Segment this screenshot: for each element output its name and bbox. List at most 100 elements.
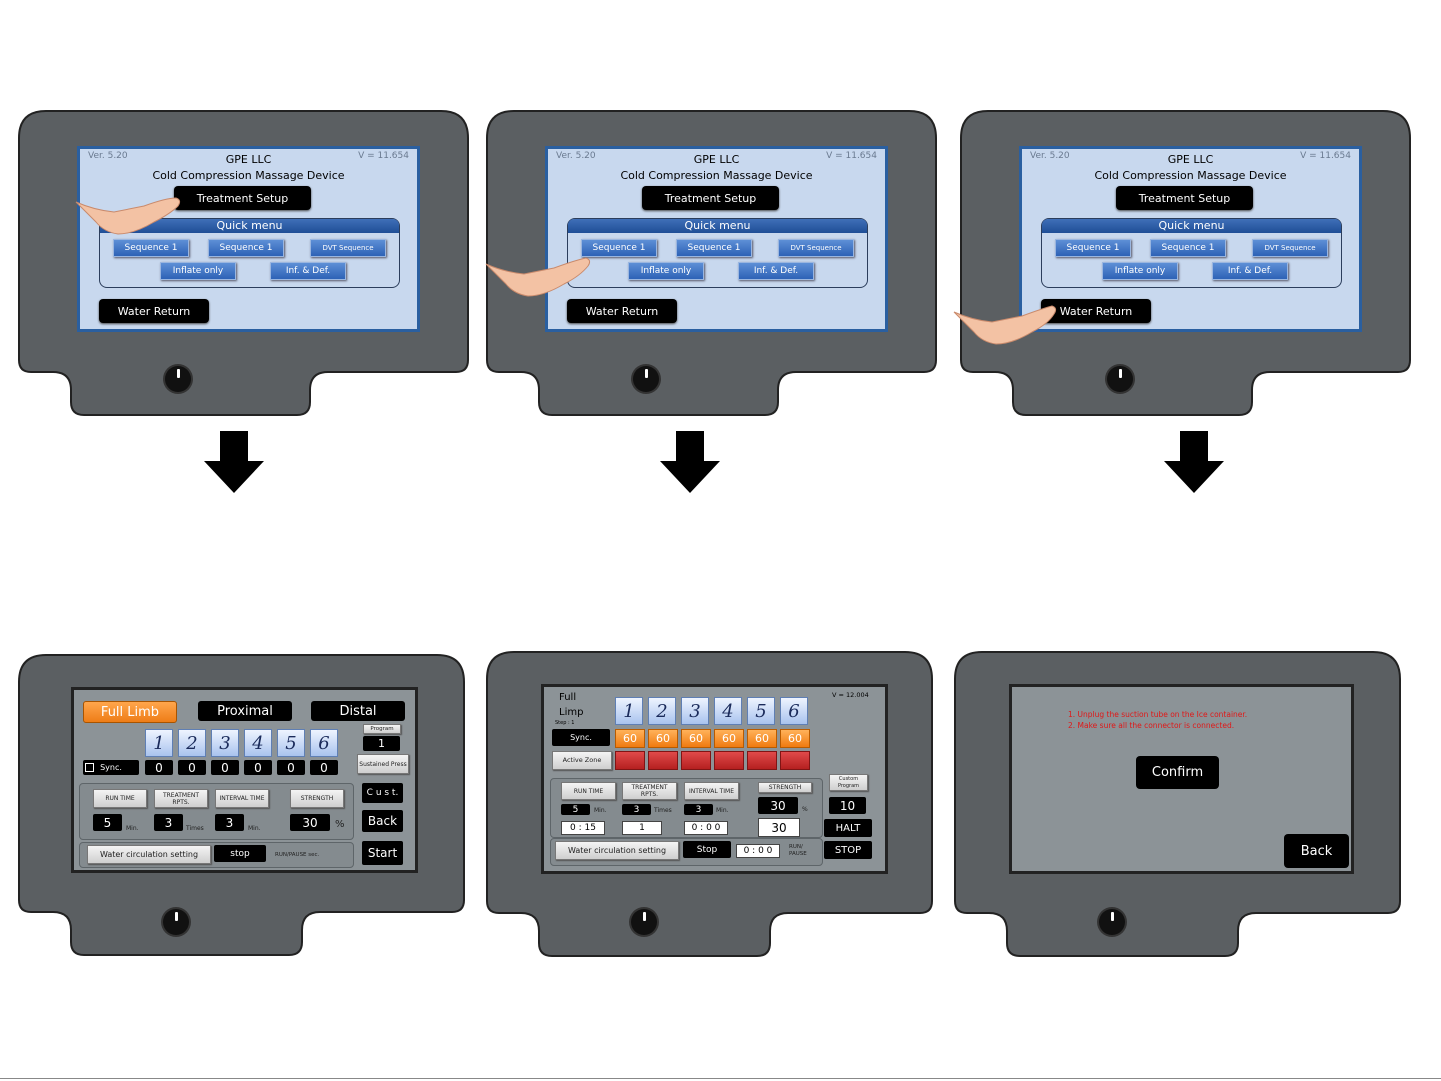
sequence-1b-button[interactable]: Sequence 1 [1150, 239, 1226, 257]
zone-4-button[interactable]: 4 [244, 729, 272, 757]
back-button[interactable]: Back [362, 810, 403, 832]
zone-6-button[interactable]: 6 [780, 697, 808, 725]
device-name: Cold Compression Massage Device [152, 169, 345, 182]
sequence-1-button[interactable]: Sequence 1 [581, 239, 657, 257]
sync-button[interactable]: Sync. [83, 760, 139, 775]
zone-1-button[interactable]: 1 [615, 697, 643, 725]
inflate-only-button[interactable]: Inflate only [1102, 262, 1178, 280]
confirm-button[interactable]: Confirm [1136, 756, 1219, 789]
treatment-setup-button[interactable]: Treatment Setup [174, 186, 311, 210]
dvt-sequence-button[interactable]: DVT Sequence [778, 239, 854, 257]
strength-label: STRENGTH [758, 782, 812, 793]
custom-program-label: Custom Program [829, 774, 868, 791]
running-screen: Full Limp Step : 1 V = 12.004 1 2 3 4 5 … [541, 684, 888, 874]
sync-button[interactable]: Sync. [552, 729, 610, 746]
run-time-value: 5 [561, 804, 590, 815]
control-knob[interactable] [163, 909, 189, 935]
pointing-finger-icon [75, 197, 181, 235]
zone-2-button[interactable]: 2 [648, 697, 676, 725]
interval-time-elapsed: 0 : 0 0 [684, 821, 728, 835]
run-pause-label: RUN/ PAUSE [789, 844, 807, 857]
quick-menu-title: Quick menu [1042, 219, 1341, 233]
program-value: 10 [829, 797, 866, 814]
run-pause-label: RUN/PAUSE sec. [275, 852, 320, 858]
interval-time-value: 3 [684, 804, 713, 815]
zone-5-button[interactable]: 5 [277, 729, 305, 757]
strength-unit: % [802, 806, 808, 813]
zone-5-button[interactable]: 5 [747, 697, 775, 725]
water-circulation-button[interactable]: Water circulation setting [555, 841, 679, 860]
back-button[interactable]: Back [1284, 834, 1349, 868]
sequence-1b-button[interactable]: Sequence 1 [208, 239, 284, 257]
control-knob[interactable] [633, 366, 659, 392]
control-knob[interactable] [631, 909, 657, 935]
inf-def-button[interactable]: Inf. & Def. [270, 262, 346, 280]
version-label: Ver. 5.20 [88, 151, 128, 161]
sequence-1-button[interactable]: Sequence 1 [1055, 239, 1131, 257]
control-knob[interactable] [1107, 366, 1133, 392]
water-return-button[interactable]: Water Return [567, 299, 677, 323]
quick-menu-title: Quick menu [568, 219, 867, 233]
control-knob[interactable] [1099, 909, 1125, 935]
active-zone-indicator [648, 751, 678, 770]
pointing-finger-icon [953, 305, 1057, 345]
sustained-press-button[interactable]: Sustained Press [357, 754, 409, 774]
device-menu-1: Ver. 5.20 V = 11.654 GPE LLC Cold Compre… [18, 110, 469, 416]
zone-4-button[interactable]: 4 [714, 697, 742, 725]
pointing-finger-icon [485, 257, 591, 297]
treatment-rpts-value[interactable]: 3 [154, 814, 183, 831]
quick-menu-panel: Quick menu Sequence 1 Sequence 1 DVT Seq… [567, 218, 868, 288]
program-label: Program [363, 724, 401, 734]
inflate-only-button[interactable]: Inflate only [628, 262, 704, 280]
tab-full-limb[interactable]: Full Limb [83, 701, 177, 723]
zone-pressure-5: 60 [747, 729, 777, 748]
zone-pressure-1: 60 [615, 729, 645, 748]
cust-button[interactable]: C u s t. [362, 783, 403, 803]
zone-1-button[interactable]: 1 [145, 729, 173, 757]
start-button[interactable]: Start [362, 841, 403, 865]
inf-def-button[interactable]: Inf. & Def. [1212, 262, 1288, 280]
interval-time-label: INTERVAL TIME [215, 789, 269, 808]
quick-menu-panel: Quick menu Sequence 1 Sequence 1 DVT Seq… [1041, 218, 1342, 288]
water-return-button[interactable]: Water Return [1041, 299, 1151, 323]
sync-label: Sync. [100, 763, 122, 772]
device-running: Full Limp Step : 1 V = 12.004 1 2 3 4 5 … [486, 651, 933, 957]
stop-button[interactable]: stop [214, 845, 266, 862]
sequence-1-button[interactable]: Sequence 1 [113, 239, 189, 257]
treatment-rpts-label: TREATMENT RPTS. [154, 789, 208, 808]
zone-pressure-6: 60 [780, 729, 810, 748]
run-time-elapsed: 0 : 15 [561, 821, 605, 835]
zone-6-button[interactable]: 6 [310, 729, 338, 757]
interval-time-value[interactable]: 3 [215, 814, 244, 831]
inf-def-button[interactable]: Inf. & Def. [738, 262, 814, 280]
strength-label: STRENGTH [290, 789, 344, 808]
water-circulation-button[interactable]: Water circulation setting [87, 845, 211, 864]
zone-3-button[interactable]: 3 [681, 697, 709, 725]
sync-checkbox[interactable] [85, 763, 94, 772]
zone-2-button[interactable]: 2 [178, 729, 206, 757]
strength-value[interactable]: 30 [290, 814, 330, 831]
device-menu-2: Ver. 5.20 V = 11.654 GPE LLC Cold Compre… [486, 110, 937, 416]
stop-button[interactable]: STOP [824, 841, 872, 859]
inflate-only-button[interactable]: Inflate only [160, 262, 236, 280]
halt-button[interactable]: HALT [824, 819, 872, 837]
water-return-button[interactable]: Water Return [99, 299, 209, 323]
tab-proximal[interactable]: Proximal [198, 701, 292, 721]
quick-menu-panel: Quick menu Sequence 1 Sequence 1 DVT Seq… [99, 218, 400, 288]
dvt-sequence-button[interactable]: DVT Sequence [1252, 239, 1328, 257]
circulation-stop-button[interactable]: Stop [683, 841, 731, 858]
zone-value-3: 0 [211, 760, 239, 775]
run-time-unit: Min. [594, 807, 607, 814]
zone-3-button[interactable]: 3 [211, 729, 239, 757]
program-value[interactable]: 1 [363, 736, 400, 751]
zone-pressure-3: 60 [681, 729, 711, 748]
sequence-1b-button[interactable]: Sequence 1 [676, 239, 752, 257]
voltage-label: V = 11.654 [1300, 151, 1351, 161]
treatment-setup-button[interactable]: Treatment Setup [642, 186, 779, 210]
dvt-sequence-button[interactable]: DVT Sequence [310, 239, 386, 257]
control-knob[interactable] [165, 366, 191, 392]
device-name: Cold Compression Massage Device [1094, 169, 1287, 182]
tab-distal[interactable]: Distal [311, 701, 405, 721]
run-time-value[interactable]: 5 [93, 814, 122, 831]
treatment-setup-button[interactable]: Treatment Setup [1116, 186, 1253, 210]
